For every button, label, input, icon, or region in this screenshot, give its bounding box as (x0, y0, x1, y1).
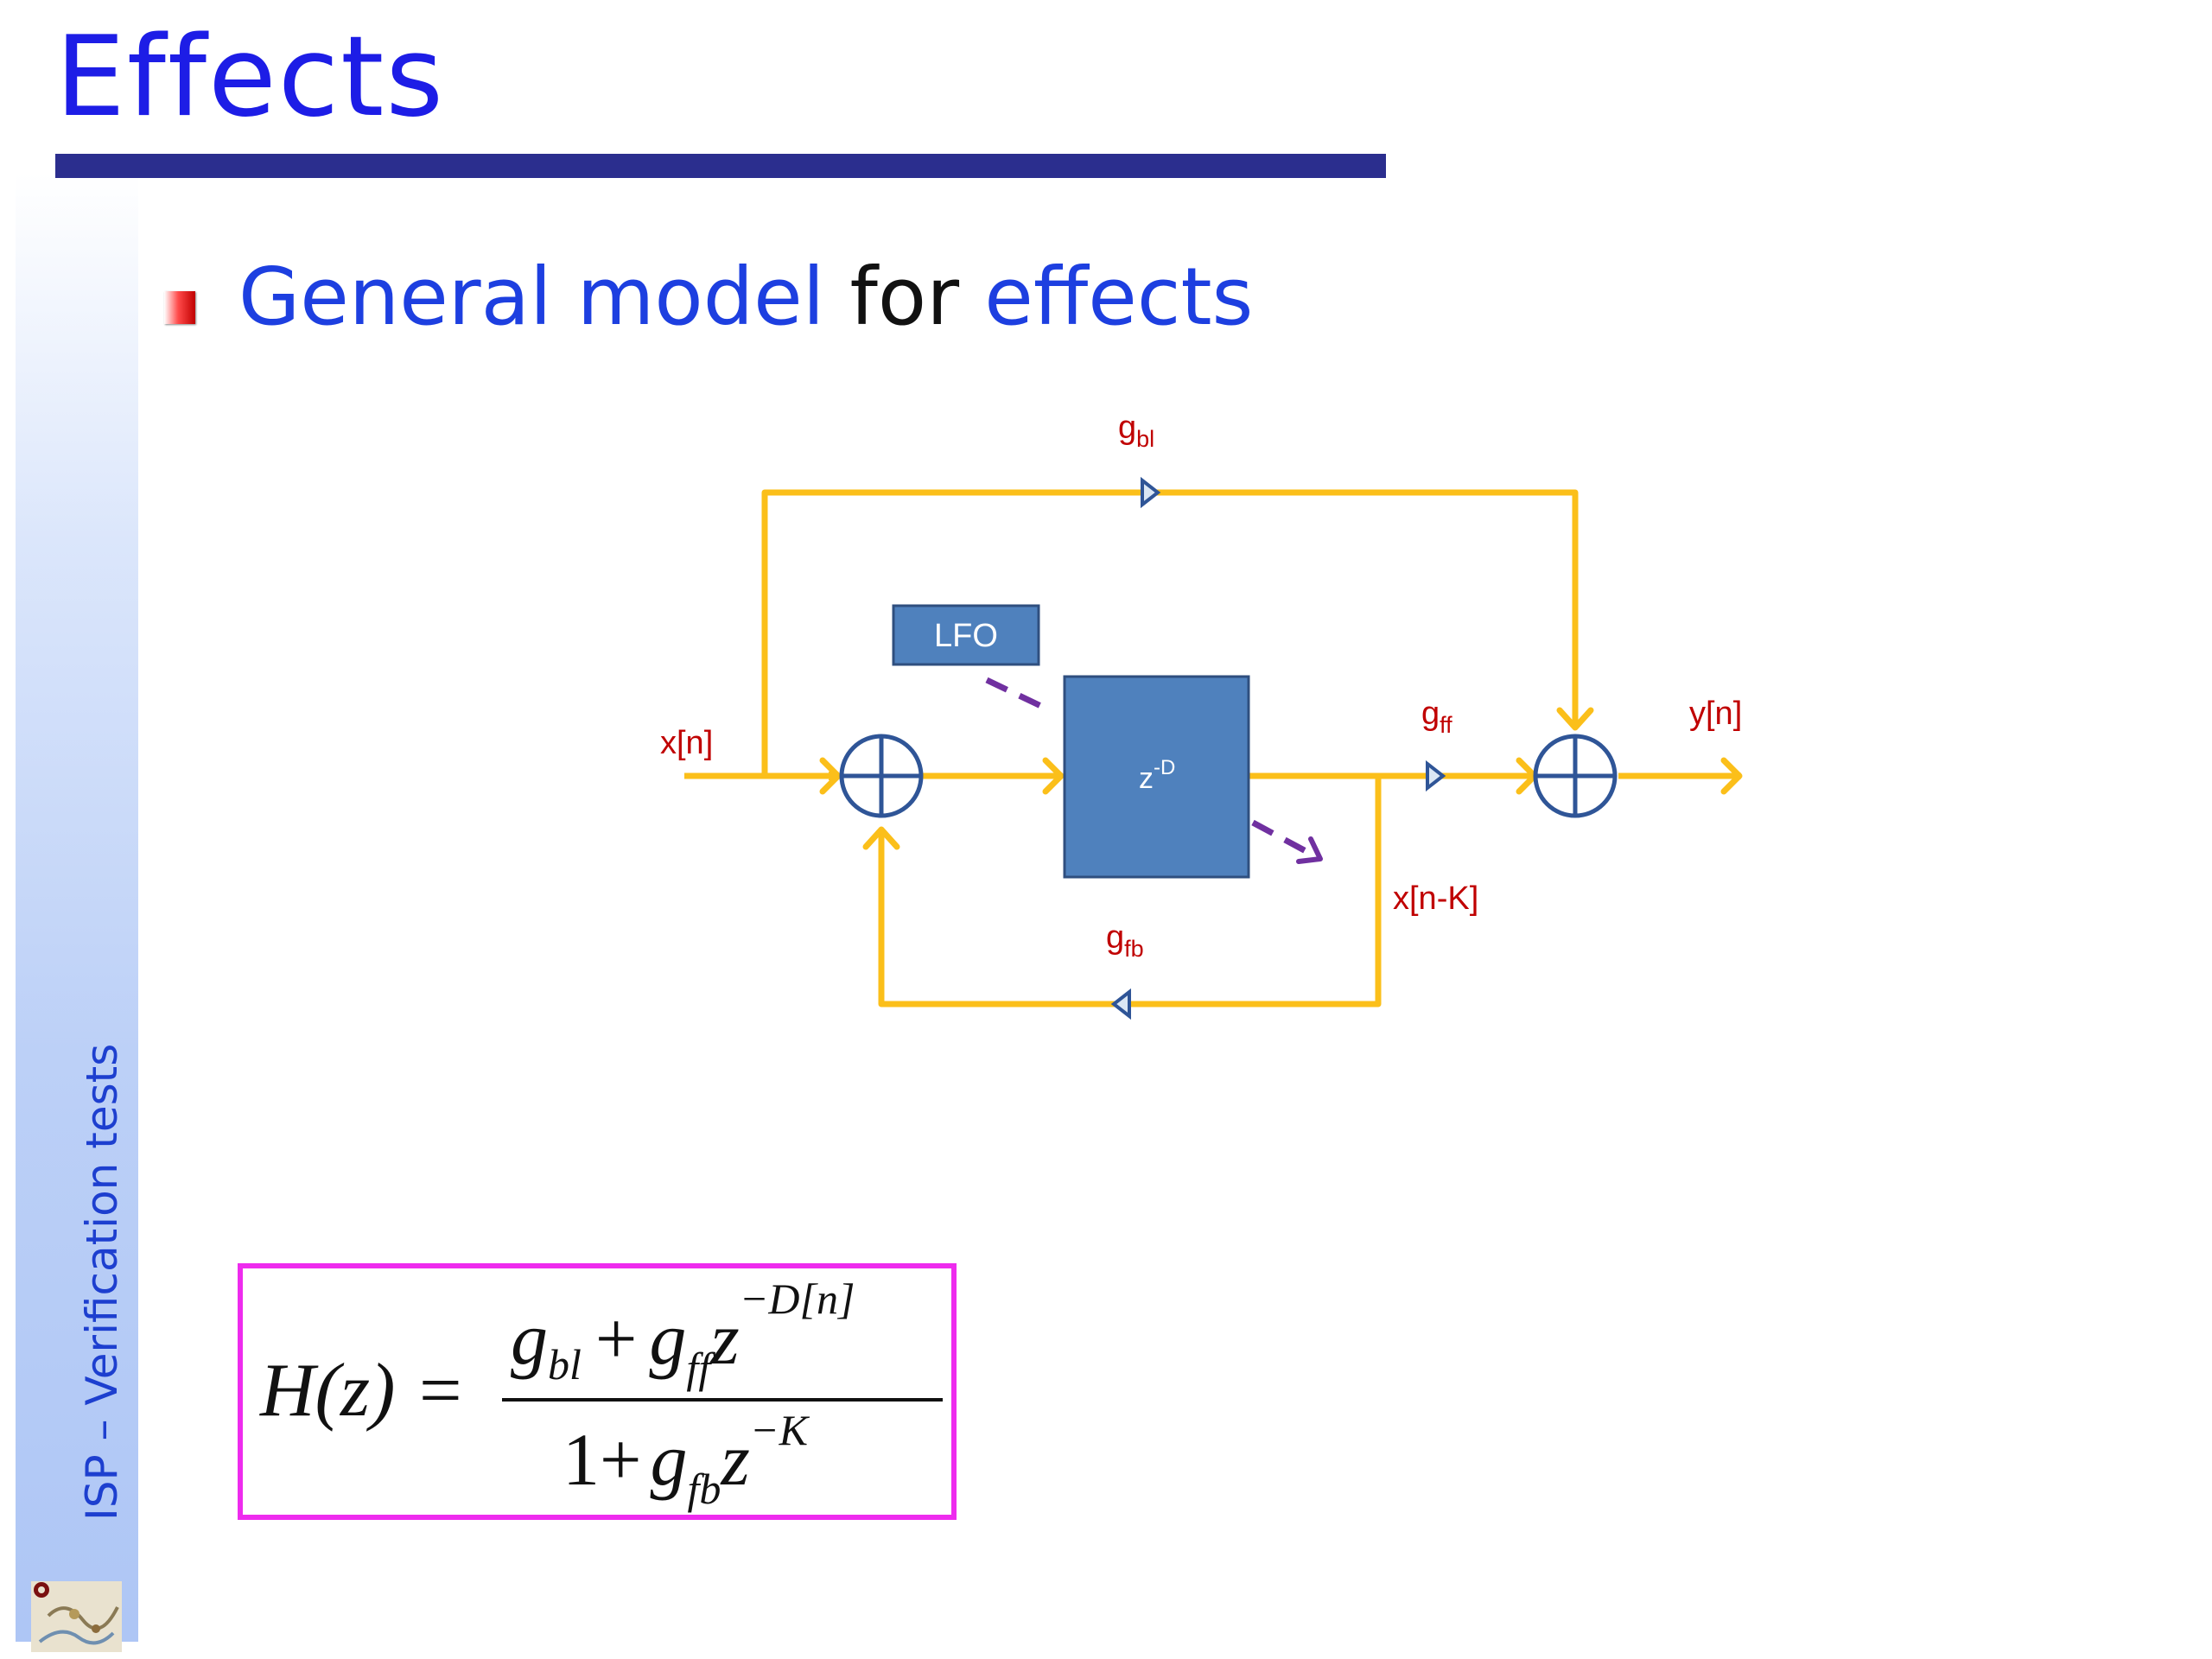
lfo-modulation-arrowhead (1296, 836, 1323, 864)
gain-bl-label: gbl (1118, 410, 1154, 452)
numerator: gbl+gffz−D[n] (511, 1274, 855, 1392)
den-z: z (720, 1418, 749, 1501)
bullet-text: General model for effects (238, 251, 1253, 343)
delay-input-arrowhead (1042, 757, 1065, 795)
feedback-up-arrowhead (862, 826, 900, 850)
bullet-marker (164, 291, 195, 324)
summing-junction-1 (839, 734, 924, 818)
bypass-down-arrowhead (1556, 707, 1594, 731)
diagram-labels: x[n] y[n] x[n-K] gbl gff gfb (660, 410, 1742, 962)
title-underline (55, 154, 1386, 178)
den-one-plus: 1+ (563, 1418, 642, 1501)
num-g-bl: g (511, 1297, 548, 1380)
lfo-modulation-dash (985, 677, 1052, 714)
gain-fb-label: gfb (1106, 919, 1144, 962)
gain-fb-g: g (1106, 919, 1124, 956)
gain-ff-g: g (1421, 696, 1440, 732)
output-label: y[n] (1689, 696, 1742, 732)
bullet-part-effects: effects (984, 251, 1254, 343)
gain-ff-sub: ff (1440, 712, 1452, 738)
institution-logo (31, 1581, 122, 1652)
denominator: 1+gfbz−K (563, 1406, 810, 1513)
num-g-ff: g (649, 1297, 686, 1380)
delayed-signal-label: x[n-K] (1393, 880, 1478, 917)
delay-base: z (1139, 762, 1154, 795)
den-g-fb-sub: fb (688, 1465, 721, 1513)
num-g-bl-sub: bl (548, 1340, 582, 1389)
num-exponent: −D[n] (740, 1274, 855, 1323)
bypass-path (761, 489, 1579, 776)
formula-lhs: H(z) = (259, 1349, 466, 1433)
gain-fb-sub: fb (1124, 936, 1144, 962)
gain-ff-label: gff (1421, 696, 1452, 738)
lfo-label: LFO (934, 618, 998, 654)
gain-fb-triangle (1110, 988, 1131, 1020)
gain-bl-sub: bl (1136, 426, 1154, 452)
den-exponent: −K (750, 1406, 810, 1454)
lfo-modulation-arrow (1251, 819, 1322, 862)
transfer-function-box: H(z) = gbl+gffz−D[n] 1+gfbz−K (238, 1263, 957, 1520)
num-z: z (709, 1297, 739, 1380)
input-arrowhead (819, 757, 842, 795)
gain-ff-triangle (1426, 760, 1446, 792)
gain-bl-g: g (1118, 410, 1136, 446)
bullet-part-for: for (849, 251, 960, 343)
sidebar-band (16, 173, 138, 1642)
summing-junction-2 (1533, 734, 1618, 818)
delay-exponent: -D (1154, 756, 1175, 779)
output-arrowhead (1720, 757, 1743, 795)
delay-label: z-D (1139, 756, 1175, 795)
input-label: x[n] (660, 725, 713, 761)
den-g-fb: g (651, 1418, 688, 1501)
delay-block (1063, 675, 1250, 879)
gain-bl-triangle (1141, 476, 1161, 509)
lfo-block (892, 604, 1040, 666)
num-plus: + (595, 1297, 638, 1380)
slide-title: Effects (55, 13, 445, 142)
transfer-function: H(z) = gbl+gffz−D[n] 1+gfbz−K (259, 1274, 943, 1513)
bullet-part-general-model: General model (238, 251, 825, 343)
gain-triangles (1110, 476, 1446, 1020)
